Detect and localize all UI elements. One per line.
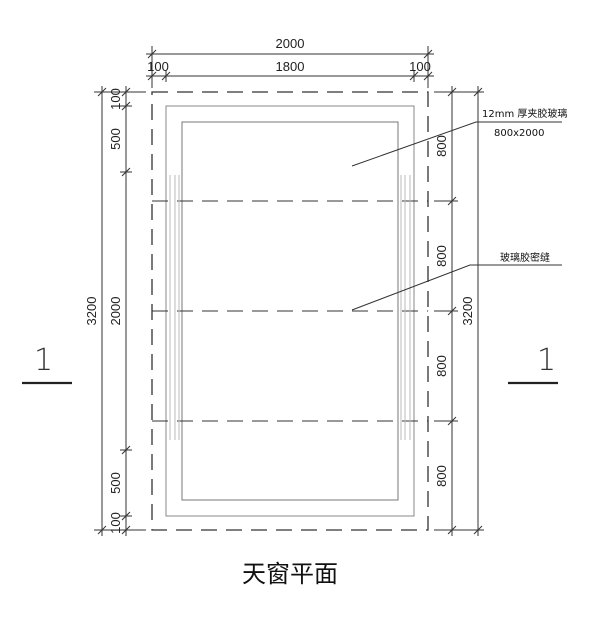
dim-top-right-edge: 100 [409,59,431,74]
drawing-title: 天窗平面 [242,560,338,588]
left-rails [169,175,180,440]
dim-top-overall: 2000 [276,36,305,51]
seal-leader-line [351,264,562,311]
glass-leader-line [351,121,562,167]
dim-left-bottom-edge: 100 [108,512,123,534]
dim-left-upper: 500 [108,128,123,150]
top-dimension-lines [146,46,434,88]
dim-top-middle: 1800 [276,59,305,74]
left-dimension-lines [94,86,146,536]
dim-right-pane-3: 800 [434,355,449,377]
right-dimension-lines [434,86,484,536]
dim-left-lower: 500 [108,472,123,494]
dim-left-middle: 2000 [108,297,123,326]
note-glass: 12mm 厚夹胶玻璃 [482,107,567,120]
dim-right-pane-1: 800 [434,135,449,157]
note-glass-size: 800x2000 [494,128,544,139]
dim-left-overall: 3200 [84,297,99,326]
dim-top-left-edge: 100 [147,59,169,74]
right-rails [400,175,411,440]
dim-right-pane-4: 800 [434,465,449,487]
dim-left-top-edge: 100 [108,88,123,110]
note-seal: 玻璃胶密缝 [500,251,550,264]
dim-right-pane-2: 800 [434,245,449,267]
dim-right-overall: 3200 [460,297,475,326]
section-mark-right-label: 1 [537,343,556,378]
section-mark-left-label: 1 [34,343,53,378]
